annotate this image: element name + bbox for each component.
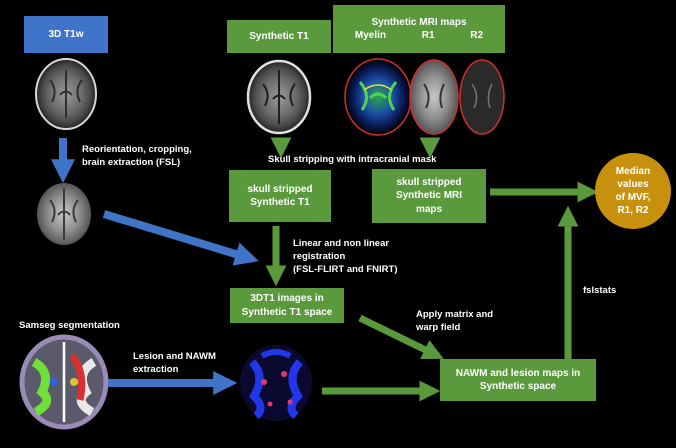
lesion-extraction-label: Lesion and NAWM extraction xyxy=(133,351,216,375)
skull-stripped-synthetic-maps-box: skull stripped Synthetic MRI maps xyxy=(372,169,486,223)
fslstats-label: fslstats xyxy=(583,285,617,296)
t1w-brain-image xyxy=(35,58,97,130)
synthetic-t1-brain-image xyxy=(246,59,312,135)
synthetic-t1-box: Synthetic T1 xyxy=(227,20,331,53)
arrow-registered-to-nawm xyxy=(358,314,444,360)
r2-map-image xyxy=(459,59,505,135)
samseg-segmentation-image xyxy=(19,334,109,430)
map-label-myelin: Myelin xyxy=(354,30,386,41)
synthetic-mri-maps-title: Synthetic MRI maps xyxy=(371,16,467,28)
extracted-brain-image xyxy=(37,183,91,245)
map-label-r2: R2 xyxy=(470,30,484,41)
apply-matrix-label: Apply matrix and warp field xyxy=(416,309,494,333)
arrow-extracted-to-registration xyxy=(102,210,259,266)
skull-stripping-label: Skull stripping with intracranial mask xyxy=(268,154,437,165)
t1-in-synthetic-space-box: 3DT1 images in Synthetic T1 space xyxy=(230,288,344,323)
t1w-box: 3D T1w xyxy=(24,16,108,53)
nawm-lesion-maps-box: NAWM and lesion maps in Synthetic space xyxy=(440,359,596,401)
skull-stripped-synthetic-t1-box: skull stripped Synthetic T1 xyxy=(229,170,331,222)
reorientation-label: Reorientation, cropping, brain extractio… xyxy=(82,144,192,168)
lesion-nawm-map-image xyxy=(240,345,312,421)
map-label-r1: R1 xyxy=(421,30,435,41)
synthetic-mri-maps-box: Synthetic MRI maps Myelin R1 R2 xyxy=(333,5,505,53)
samseg-label: Samseg segmentation xyxy=(19,320,120,331)
registration-label: Linear and non linear registration (FSL-… xyxy=(293,238,398,275)
median-values-circle: Median values of MVF, R1, R2 xyxy=(595,153,671,229)
r1-map-image xyxy=(409,59,459,135)
